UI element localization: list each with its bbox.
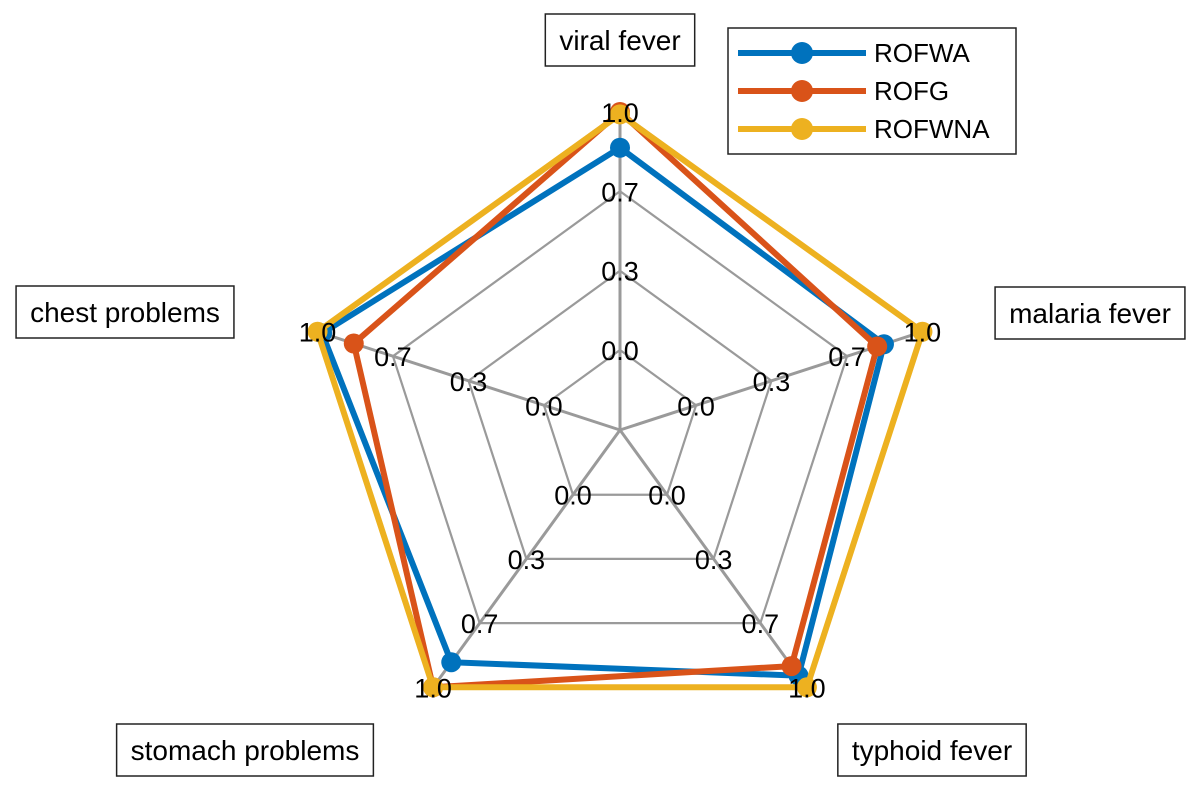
axis-label-text-2: typhoid fever [852,735,1012,766]
tick-label-axis2-2: 0.7 [742,609,780,639]
tick-label-axis3-3: 1.0 [414,673,452,703]
tick-label-axis0-0: 0.0 [601,336,639,366]
tick-label-axis4-1: 0.3 [450,367,488,397]
tick-label-axis0-2: 0.7 [601,177,639,207]
legend-marker-2 [791,118,813,140]
tick-label-axis0-3: 1.0 [601,98,639,128]
data-point-ROFWA-3 [441,652,462,673]
tick-label-axis1-0: 0.0 [677,391,715,421]
legend-item-2: ROFWNA [738,114,990,144]
grid-ring-1 [467,269,773,560]
data-point-ROFG-1 [867,336,888,357]
tick-label-axis1-1: 0.3 [753,367,791,397]
grid-ring-0 [542,348,698,496]
legend-marker-1 [791,80,813,102]
tick-label-axis4-2: 0.7 [374,342,412,372]
data-point-ROFWA-0 [610,137,630,158]
axis-label-malaria-fever: malaria fever [994,286,1186,340]
axis-label-stomach-problems: stomach problems [115,723,375,777]
legend-label-0: ROFWA [874,38,970,68]
legend-label-1: ROFG [874,76,949,106]
tick-label-axis1-3: 1.0 [904,318,942,348]
axis-label-box-3 [115,723,375,777]
axis-label-box-0 [544,13,696,67]
data-point-ROFWNA-2 [796,677,817,698]
axis-label-text-0: viral fever [559,25,680,56]
data-point-ROFG-2 [781,656,802,677]
tick-label-axis2-1: 0.3 [695,545,733,575]
axis-labels: viral fever malaria fever typhoid fever sto… [15,13,1186,777]
data-point-ROFWNA-3 [423,677,444,698]
legend: ROFWA ROFG ROFWNA [727,27,1017,155]
tick-label-axis4-0: 0.0 [525,391,563,421]
tick-label-axis4-3: 1.0 [299,318,337,348]
axis-label-text-1: malaria fever [1009,298,1171,329]
axis-label-chest-problems: chest problems [15,285,235,339]
tick-label-axis0-1: 0.3 [601,257,639,287]
axis-label-typhoid-fever: typhoid fever [837,723,1027,777]
axis-label-box-4 [15,285,235,339]
series-line-ROFWNA [314,110,926,691]
tick-labels: 0.0 0.3 0.7 1.0 0.0 0.3 0.7 1.0 0.0 0.3 0.7 1.0 0.0 0… [299,98,941,703]
series-ROFWNA [307,104,933,698]
legend-item-0: ROFWA [738,38,970,68]
axis-label-text-3: stomach problems [131,735,360,766]
series-layer [307,102,933,698]
data-point-ROFWNA-1 [912,321,933,342]
data-point-ROFWNA-4 [307,321,328,342]
axis-label-viral-fever: viral fever [544,13,696,67]
legend-marker-0 [791,42,813,64]
legend-label-2: ROFWNA [874,114,990,144]
axis-label-text-4: chest problems [30,297,220,328]
tick-label-axis3-0: 0.0 [554,481,592,511]
legend-item-1: ROFG [738,76,949,106]
tick-label-axis2-3: 1.0 [788,673,826,703]
grid-ring-2 [391,189,849,625]
axis-label-box-2 [837,723,1027,777]
axis-label-box-1 [994,286,1186,340]
data-point-ROFWNA-0 [610,104,630,125]
tick-label-axis3-1: 0.3 [508,545,546,575]
tick-label-axis3-2: 0.7 [461,609,499,639]
tick-label-axis1-2: 0.7 [828,342,866,372]
series-line-ROFG [350,107,881,691]
tick-label-axis2-0: 0.0 [648,481,686,511]
data-point-ROFG-4 [343,333,364,354]
